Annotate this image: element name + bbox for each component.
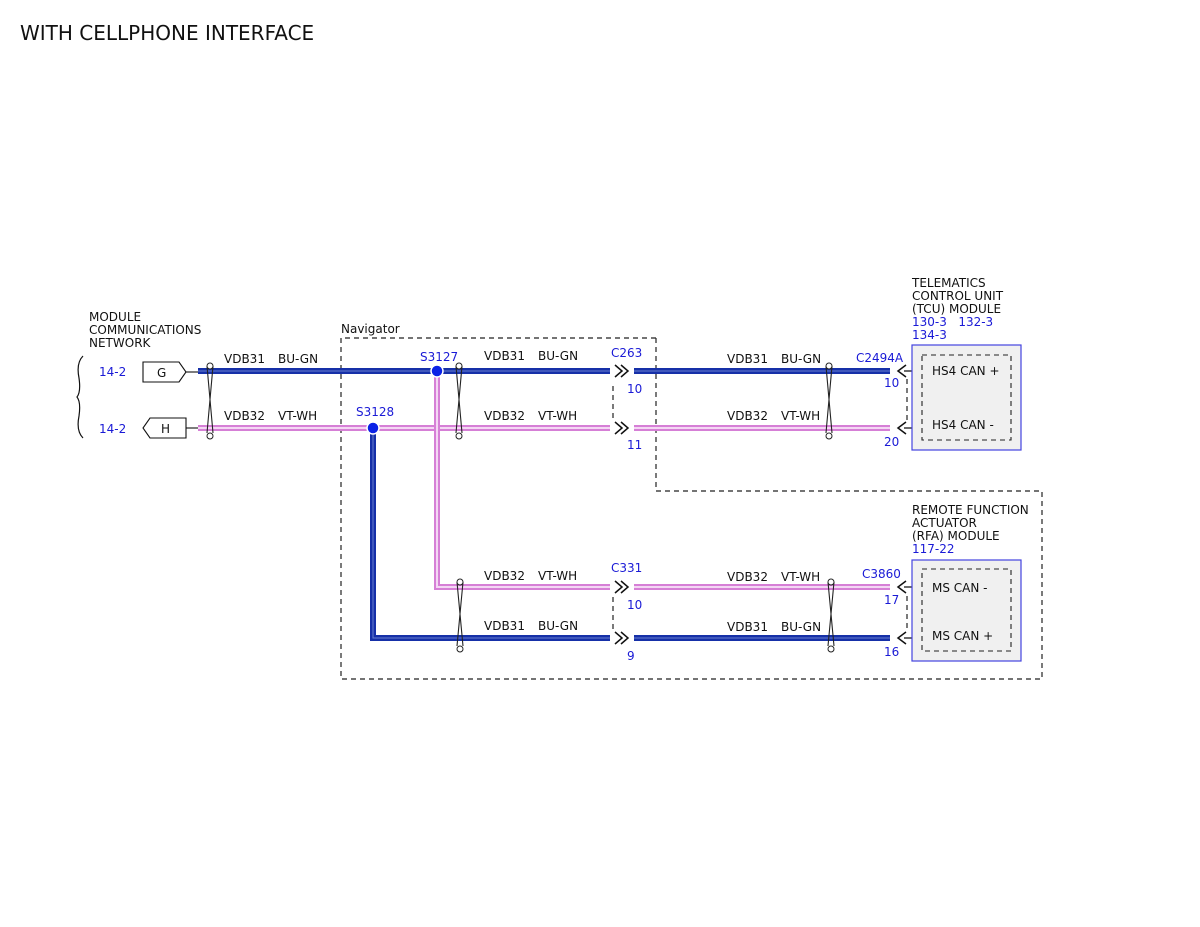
wire-label-color-8: BU-GN xyxy=(538,619,578,633)
wire-label-color-3: BU-GN xyxy=(538,349,578,363)
connector-c263-pin10-chevron xyxy=(614,364,630,378)
connector-c263-pin-a: 10 xyxy=(627,382,642,396)
wire-label-circuit-5: VDB31 xyxy=(727,352,768,366)
wire-label-circuit-1: VDB31 xyxy=(224,352,265,366)
wire-label-circuit-4: VDB32 xyxy=(484,409,525,423)
wire-label-circuit-6: VDB32 xyxy=(727,409,768,423)
tcu-module-box xyxy=(911,344,1022,451)
twisted-pair-marker-4 xyxy=(456,578,464,653)
rfa-label-line-3: (RFA) MODULE xyxy=(912,529,1000,543)
navigator-label: Navigator xyxy=(341,322,400,336)
connector-c263-pin-b: 11 xyxy=(627,438,642,452)
network-ref-g: 14-2 xyxy=(99,365,126,379)
connector-c3860-pin-b: 16 xyxy=(884,645,899,659)
network-connector-g-shape xyxy=(142,361,187,383)
twisted-pair-marker-2 xyxy=(455,362,463,440)
connector-c3860-label: C3860 xyxy=(862,567,901,581)
twisted-pair-marker-1 xyxy=(206,362,214,440)
tcu-pin-hs4-can-plus: HS4 CAN + xyxy=(932,364,1000,378)
connector-c331-pin10-chevron xyxy=(614,580,630,594)
wire-label-color-1: BU-GN xyxy=(278,352,318,366)
connector-c263-label: C263 xyxy=(611,346,642,360)
tcu-label-line-1: TELEMATICS xyxy=(911,276,986,290)
wire-label-color-4: VT-WH xyxy=(538,409,577,423)
connector-c263-pin11-chevron xyxy=(614,421,630,435)
connector-c331-pin-a: 10 xyxy=(627,598,642,612)
connector-c2494a-label: C2494A xyxy=(856,351,904,365)
network-label-line-1: MODULE xyxy=(89,310,141,324)
twisted-pair-marker-5 xyxy=(827,578,835,653)
splice-s3128-dot xyxy=(366,421,380,435)
wire-label-circuit-10: VDB31 xyxy=(727,620,768,634)
twisted-pair-marker-3 xyxy=(825,362,833,440)
splice-s3127-dot xyxy=(430,364,444,378)
wire-label-color-10: BU-GN xyxy=(781,620,821,634)
network-connector-h-label: H xyxy=(161,422,170,436)
wire-label-color-6: VT-WH xyxy=(781,409,820,423)
network-connector-g-label: G xyxy=(157,366,166,380)
tcu-refs-line-1: 130-3 132-3 xyxy=(912,315,993,329)
tcu-label-line-3: (TCU) MODULE xyxy=(912,302,1001,316)
rfa-pin-ms-can-plus: MS CAN + xyxy=(932,629,993,643)
connector-c2494a-pin-b: 20 xyxy=(884,435,899,449)
wire-label-circuit-7: VDB32 xyxy=(484,569,525,583)
network-bracket xyxy=(76,355,84,439)
wire-label-circuit-2: VDB32 xyxy=(224,409,265,423)
wire-label-circuit-8: VDB31 xyxy=(484,619,525,633)
rfa-refs: 117-22 xyxy=(912,542,955,556)
wire-label-color-7: VT-WH xyxy=(538,569,577,583)
rfa-pin-ms-can-minus: MS CAN - xyxy=(932,581,988,595)
network-connector-h-shape xyxy=(142,417,187,439)
splice-s3127-label: S3127 xyxy=(420,350,458,364)
network-ref-h: 14-2 xyxy=(99,422,126,436)
wire-label-color-2: VT-WH xyxy=(278,409,317,423)
network-label-line-3: NETWORK xyxy=(89,336,152,350)
wire-label-circuit-3: VDB31 xyxy=(484,349,525,363)
rfa-label-line-2: ACTUATOR xyxy=(912,516,977,530)
navigator-boundary xyxy=(340,337,1043,680)
connector-c331-label: C331 xyxy=(611,561,642,575)
wire-vdb32-branch xyxy=(434,371,890,590)
splice-s3128-label: S3128 xyxy=(356,405,394,419)
wire-label-circuit-9: VDB32 xyxy=(727,570,768,584)
connector-c331-pin9-chevron xyxy=(614,631,630,645)
connector-c3860-pin-a: 17 xyxy=(884,593,899,607)
rfa-label-line-1: REMOTE FUNCTION xyxy=(912,503,1029,517)
tcu-pin-hs4-can-minus: HS4 CAN - xyxy=(932,418,994,432)
connector-c2494a-pin-a: 10 xyxy=(884,376,899,390)
wire-vdb31-branch xyxy=(370,428,890,641)
connector-c331-pin-b: 9 xyxy=(627,649,635,663)
tcu-label-line-2: CONTROL UNIT xyxy=(912,289,1004,303)
wire-label-color-9: VT-WH xyxy=(781,570,820,584)
tcu-refs-line-2: 134-3 xyxy=(912,328,947,342)
rfa-module-box xyxy=(911,559,1022,662)
network-label-line-2: COMMUNICATIONS xyxy=(89,323,201,337)
wire-label-color-5: BU-GN xyxy=(781,352,821,366)
diagram-title: WITH CELLPHONE INTERFACE xyxy=(20,21,314,45)
